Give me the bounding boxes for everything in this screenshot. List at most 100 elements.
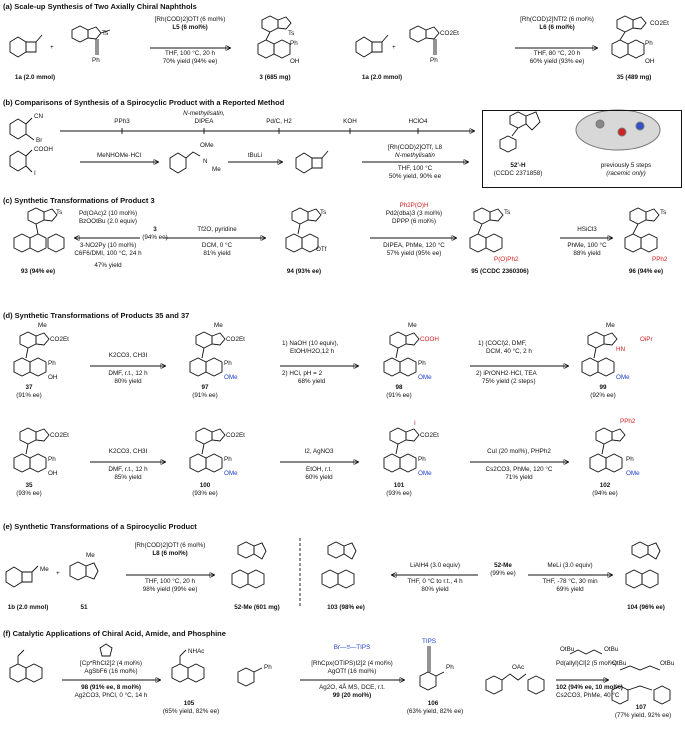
- label-51: 51: [80, 604, 88, 611]
- a-ph-35: Ph: [645, 40, 653, 47]
- f-r3-1: Pd(allyl)Cl]2 (5 mol%): [556, 660, 617, 667]
- structure-106: [419, 646, 445, 691]
- d-f3: 71% yield: [505, 474, 533, 481]
- a-cond-2-line4: 60% yield (93% ee): [529, 58, 585, 65]
- f-r1-4: Ag2CO3, PhCl, 0 °C, 14 h: [74, 692, 148, 699]
- c-r3-3: DPPP (6 mol%): [392, 218, 436, 225]
- a-ts-1: Ts: [102, 30, 109, 37]
- d-c4: 75% yield (2 steps): [482, 378, 536, 385]
- a-cond-1-line1: [Rh(COD)2]OTf (6 mol%): [154, 16, 226, 23]
- e-me-51: Me: [86, 552, 95, 559]
- label-99: 99: [599, 384, 607, 391]
- d-c3: 2) iPrONH2·HCl, TEA: [476, 370, 537, 377]
- label-106-yield: (63% yield, 82% ee): [406, 708, 464, 715]
- a-ph-1: Ph: [92, 57, 100, 64]
- d-ome-102: OMe: [626, 470, 640, 477]
- label-98: 98: [395, 384, 403, 391]
- a-oh-35: OH: [645, 58, 655, 65]
- d-c1: 1) (COCl)2, DMF,: [478, 340, 527, 347]
- f-ph-sulfoxide: Ph: [264, 664, 272, 671]
- plus-a2: +: [392, 44, 396, 51]
- structure-107: [611, 665, 671, 705]
- b-cn: CN: [34, 113, 44, 120]
- comparison-box: [482, 110, 682, 188]
- f-obu-l: OtBu: [560, 646, 575, 653]
- label-1a: 1a (2.0 mmol): [14, 74, 56, 81]
- d-ph-100: Ph: [224, 456, 232, 463]
- label-35: 35 (489 mg): [616, 74, 652, 81]
- plus-a1: +: [50, 44, 54, 51]
- f-obu-107r: OtBu: [660, 660, 675, 667]
- c-r3-4: DIPEA, PhMe, 120 °C: [383, 242, 445, 249]
- c-r3-2: Pd2(dba)3 (3 mol%): [385, 210, 443, 217]
- c-left-r3: 3-NO2Py (10 mol%): [79, 242, 137, 249]
- f-r2-3: Ag2O, 4Å MS, DCE, r.t.: [319, 684, 385, 691]
- structure-ynamide-a2: [409, 25, 440, 55]
- a-co2et-35: CO2Et: [650, 20, 669, 27]
- section-b-title: (b) Comparisons of Synthesis of a Spiroc…: [3, 98, 285, 107]
- b-step-2a: N-methylisatin,: [183, 110, 225, 117]
- label-3: 3 (685 mg): [259, 74, 291, 81]
- d-pph2-102: PPh2: [620, 418, 636, 425]
- plus-e: +: [56, 570, 60, 577]
- e-r2-3: 80% yield: [421, 586, 449, 593]
- d-b4: 68% yield: [298, 378, 326, 385]
- label-35-d: 35: [25, 482, 33, 489]
- c-r4-3: 88% yield: [573, 250, 601, 257]
- structure-1a-second: [355, 34, 389, 58]
- c-ts-94: Ts: [320, 209, 327, 216]
- d-ph-101: Ph: [418, 456, 426, 463]
- a-oh-3: OH: [290, 58, 300, 65]
- label-97: 97: [201, 384, 209, 391]
- structure-51: [69, 561, 99, 581]
- label-1a-2: 1a (2.0 mmol): [361, 74, 403, 81]
- c-left-r1: Pd(OAc)2 (10 mol%): [78, 210, 138, 217]
- d-f1: CuI (20 mol%), PHPh2: [487, 448, 551, 455]
- f-oac: OAc: [512, 664, 525, 671]
- label-99-ee: (92% ee): [590, 392, 616, 399]
- f-r2-2: AgOTf (16 mol%): [327, 668, 377, 675]
- e-r1-3: THF, 100 °C, 20 h: [144, 578, 196, 585]
- c-r4-1: HSiCl3: [577, 226, 597, 233]
- a-ph-2: Ph: [430, 57, 438, 64]
- c-otf: OTf: [316, 246, 327, 253]
- c-center-ee: (94% ee): [142, 234, 168, 241]
- d-ome-101: OMe: [418, 470, 432, 477]
- section-d-title: (d) Synthetic Transformations of Product…: [3, 311, 190, 320]
- e-r1-4: 98% yield (99% ee): [142, 586, 198, 593]
- d-ph-102: Ph: [626, 456, 634, 463]
- d-b1: 1) NaOH (10 equiv),: [282, 340, 339, 347]
- d-ome-99: OMe: [616, 374, 630, 381]
- c-center-num: 3: [153, 226, 157, 233]
- structure-95: [469, 207, 504, 253]
- structure-acid: [9, 149, 33, 173]
- d-e1: I2, AgNO3: [304, 448, 334, 455]
- c-pph2: PPh2: [652, 256, 668, 263]
- structure-99: [581, 331, 618, 377]
- c-left-r4: C6F6/DMI, 100 °C, 24 h: [74, 250, 142, 257]
- structure-102: [589, 427, 626, 473]
- label-107: 107: [635, 704, 647, 711]
- d-c2: DCM, 40 °C, 2 h: [486, 348, 532, 355]
- e-r2-1: LiAlH4 (3.0 equiv): [409, 562, 461, 569]
- c-ts-95: Ts: [504, 209, 511, 216]
- d-ph-97: Ph: [224, 360, 232, 367]
- label-95: 95 (CCDC 2360306): [471, 268, 529, 275]
- d-b2: EtOH/H2O,12 h: [290, 348, 335, 355]
- structure-weinreb: [169, 151, 201, 174]
- b-weinreb-me: Me: [212, 166, 221, 173]
- structure-bromide: [9, 117, 35, 141]
- structure-94: [285, 207, 322, 253]
- b-cooh: COOH: [34, 146, 53, 153]
- f-r3-2: 102 (94% ee, 10 mol%): [556, 684, 623, 691]
- e-mid-ee: (99% ee): [490, 570, 516, 577]
- f-tips: TIPS: [422, 638, 436, 645]
- box-note-1: previously 5 steps: [600, 162, 652, 169]
- box-note-2: (racemic only): [606, 170, 646, 177]
- d-d3: 85% yield: [114, 474, 142, 481]
- d-ome-97: OMe: [224, 374, 238, 381]
- f-r3-3: Cs2CO3, PhMe, 40 °C: [556, 692, 620, 699]
- label-107-yield: (77% yield, 92% ee): [614, 712, 672, 719]
- structure-105: [171, 649, 205, 683]
- e-mid-num: 52-Me: [494, 562, 512, 569]
